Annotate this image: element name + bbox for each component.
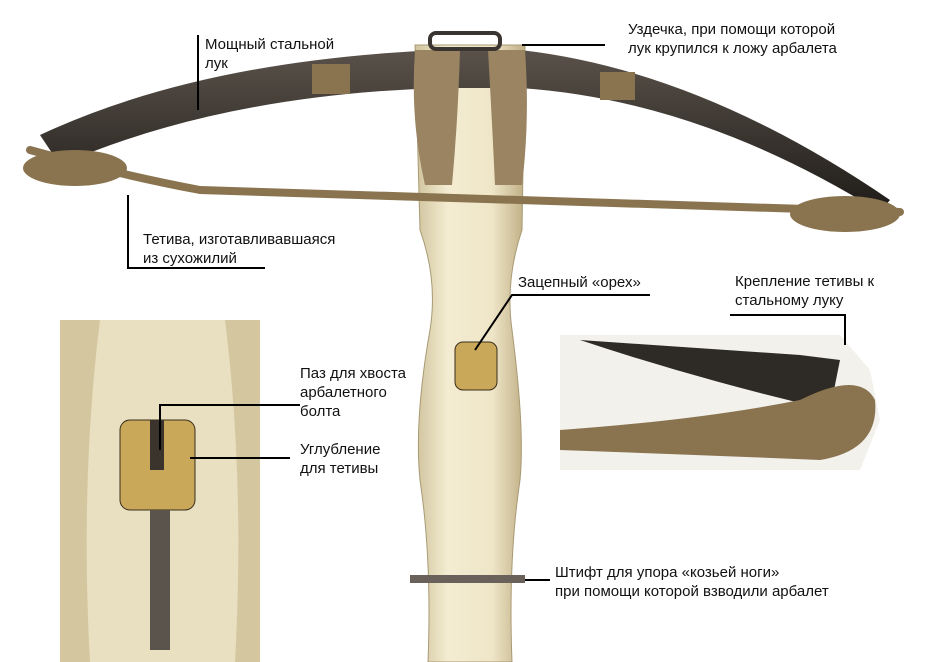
label-steel-bow: Мощный стальной лук <box>205 35 334 73</box>
label-bridle: Уздечка, при помощи которой лук крупился… <box>628 20 837 58</box>
label-line: Тетива, изготавливавшаяся <box>143 231 336 248</box>
string-end-left <box>23 150 127 186</box>
label-line: болта <box>300 403 341 420</box>
label-string-recess: Углубление для тетивы <box>300 440 380 478</box>
label-pin: Штифт для упора «козьей ноги» при помощи… <box>555 563 829 601</box>
inset-bow-tip-closeup <box>560 335 880 470</box>
label-line: лук <box>205 55 228 72</box>
leader-bolt-groove <box>159 404 300 450</box>
label-line: стальному луку <box>735 292 844 309</box>
nut <box>454 341 498 391</box>
leader-lines <box>127 35 846 581</box>
label-line: Зацепный «орех» <box>518 274 641 291</box>
label-line: из сухожилий <box>143 250 237 267</box>
label-line: для тетивы <box>300 460 379 477</box>
label-line: Уздечка, при помощи которой <box>628 21 836 38</box>
leader-string <box>127 195 265 269</box>
label-line: Паз для хвоста <box>300 365 406 382</box>
bridle-cord <box>413 50 527 185</box>
label-line: арбалетного <box>300 384 387 401</box>
pin <box>410 575 525 583</box>
bridle-loop <box>428 31 502 51</box>
leader-string-mount <box>730 314 846 345</box>
label-line: Штифт для упора «козьей ноги» <box>555 564 780 581</box>
label-nut: Зацепный «орех» <box>518 273 641 292</box>
string-end-right <box>790 196 900 232</box>
steel-bow <box>40 50 890 212</box>
label-bowstring: Тетива, изготавливавшаяся из сухожилий <box>143 230 335 268</box>
inset-stock-closeup <box>60 320 260 662</box>
label-bolt-groove: Паз для хвоста арбалетного болта <box>300 364 406 421</box>
label-string-mount: Крепление тетивы к стальному луку <box>735 272 874 310</box>
label-line: при помощи которой взводили арбалет <box>555 583 829 600</box>
bow-binding-right <box>600 72 635 100</box>
label-line: Мощный стальной <box>205 36 335 53</box>
leader-nut <box>474 294 650 351</box>
bow-binding-left <box>312 64 350 94</box>
label-line: Углубление <box>300 441 381 458</box>
label-line: Крепление тетивы к <box>735 273 875 290</box>
label-line: лук крупился к ложу арбалета <box>628 40 837 57</box>
